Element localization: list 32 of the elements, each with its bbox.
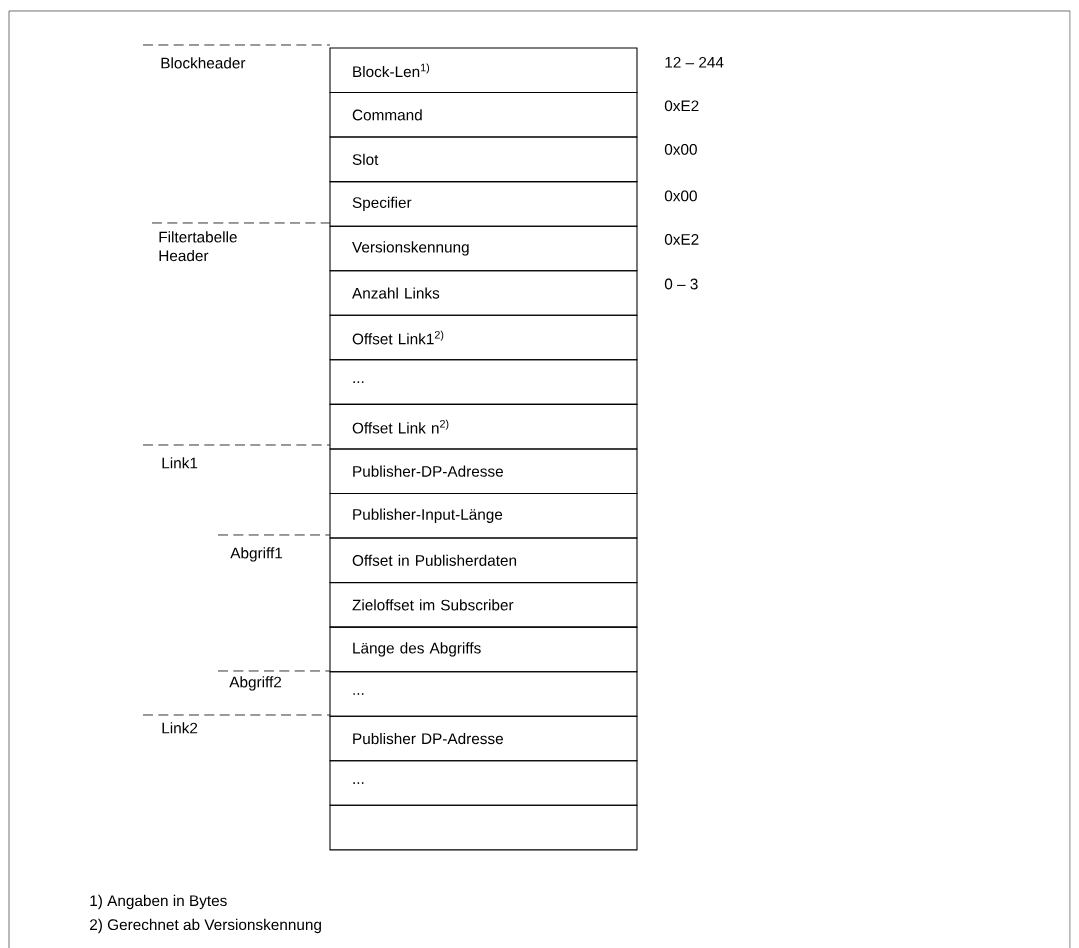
section-label: Abgriff2	[229, 676, 282, 691]
section-label: Filtertabelle Header	[159, 231, 237, 262]
section-label: Link2	[162, 722, 198, 734]
table-cell: Länge des Abgriffs	[329, 626, 638, 673]
table-cell: Specifier	[329, 181, 638, 227]
table-cell: Offset in Publisherdaten	[329, 537, 638, 584]
table-cell: Publisher-DP-Adresse	[329, 448, 638, 494]
table-cell: Publisher DP-Adresse	[329, 715, 638, 762]
table-cell: Command	[329, 92, 638, 138]
field-value: 0xE2	[664, 234, 699, 245]
table-cell: ...	[329, 760, 638, 806]
table-cell: ...	[329, 671, 638, 717]
table-cell: Versionskennung	[329, 225, 638, 272]
table-cell: Offset Link1$^{2)}$	[329, 314, 638, 361]
section-label: Abgriff1	[230, 547, 283, 562]
table-cell: Publisher-Input-Länge	[329, 492, 638, 539]
footnote: 1) Angaben in Bytes	[90, 894, 227, 910]
table-cell: Anzahl Links	[329, 270, 638, 316]
field-value: 12 – 244	[665, 56, 724, 68]
section-label: Link1	[162, 457, 198, 469]
field-value: 0xE2	[664, 100, 699, 112]
field-value: 0 – 3	[664, 278, 698, 290]
footnote: 2) Gerechnet ab Versionskennung	[90, 918, 321, 934]
table-cell: Slot	[329, 136, 638, 183]
section-label: Blockheader	[161, 57, 246, 69]
table-cell: Zieloffset im Subscriber	[329, 582, 638, 628]
table-cell: ...	[329, 359, 638, 405]
field-value: 0x00	[664, 143, 697, 155]
field-value: 0x00	[664, 190, 697, 202]
table-cell: Offset Link n$^{2)}$	[329, 403, 638, 450]
empty-cell	[329, 804, 638, 851]
table-cell: Block-Len$^{1)}$	[329, 47, 638, 94]
